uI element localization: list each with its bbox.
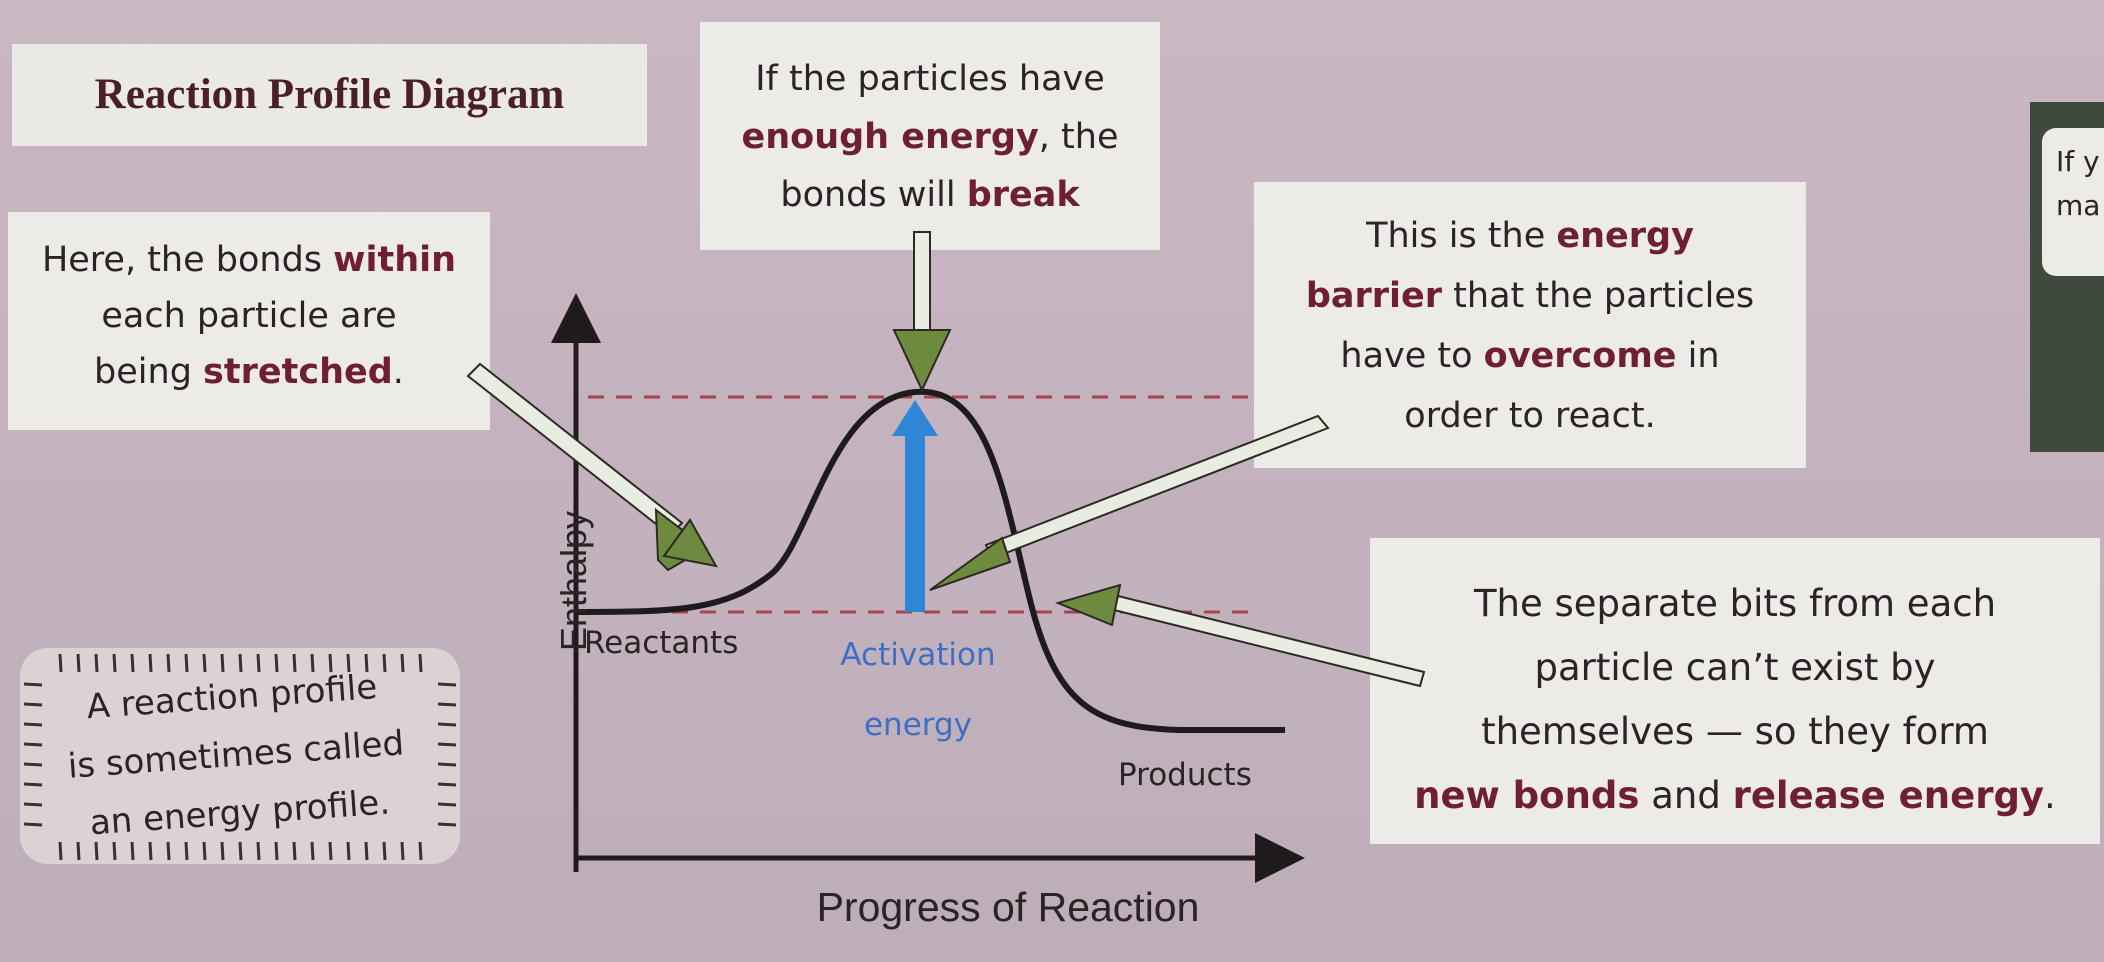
note-tick (310, 841, 315, 861)
note-tick (292, 841, 297, 861)
callout-energy-barrier: This is the energy barrier that the part… (1254, 182, 1806, 468)
note-tick (202, 841, 207, 861)
note-tick (23, 682, 43, 687)
products-label: Products (1118, 757, 1252, 793)
x-axis-label: Progress of Reaction (816, 884, 1200, 930)
note-tick (310, 653, 315, 673)
note-tick (23, 822, 43, 827)
y-axis-label: Enthalpy (553, 510, 594, 652)
reactants-label: Reactants (584, 625, 739, 661)
note-tick (238, 653, 243, 673)
note-tick (23, 802, 43, 807)
note-tick (148, 841, 153, 861)
note-tick (76, 653, 81, 673)
note-tick (148, 653, 153, 673)
energy-curve (577, 388, 1285, 733)
note-tick (364, 841, 369, 861)
note-tick (256, 841, 261, 861)
note-tick (400, 653, 405, 673)
note-tick (94, 841, 99, 861)
note-tick (23, 722, 43, 727)
note-tick (184, 841, 189, 861)
note-tick (166, 653, 171, 673)
note-tick (220, 841, 225, 861)
note-tick (382, 653, 387, 673)
note-tick (437, 782, 457, 787)
note-tick (437, 722, 457, 727)
page-title: Reaction Profile Diagram (12, 44, 647, 146)
note-tick (112, 841, 117, 861)
note-tick (238, 841, 243, 861)
note-tick (328, 841, 333, 861)
note-tick (130, 653, 135, 673)
new-bonds-arrow (1054, 583, 1426, 688)
note-tick (23, 742, 43, 747)
note-tick (437, 822, 457, 827)
note-tick (437, 742, 457, 747)
note-tick (274, 841, 279, 861)
note-tick (202, 653, 207, 673)
callout-new-bonds: The separate bits from each particle can… (1370, 538, 2100, 844)
callout-bonds-stretched: Here, the bonds within each particle are… (8, 212, 490, 430)
note-tick (58, 841, 63, 861)
note-tick (166, 841, 171, 861)
note-tick (346, 841, 351, 861)
note-box (20, 648, 460, 864)
note-tick (437, 762, 457, 767)
note-tick (112, 653, 117, 673)
note-tick (400, 841, 405, 861)
callout-bonds-break: If the particles have enough energy, the… (700, 22, 1160, 250)
note-tick (58, 653, 63, 673)
note-tick (23, 702, 43, 707)
note-tick (23, 782, 43, 787)
note-tick (364, 653, 369, 673)
activation-energy-label: Activation energy (840, 637, 996, 743)
note-tick (437, 702, 457, 707)
note-tick (382, 841, 387, 861)
note-tick (256, 653, 261, 673)
note-tick (437, 802, 457, 807)
note-tick (130, 841, 135, 861)
note-tick (76, 841, 81, 861)
side-card: If y ma (2042, 128, 2104, 276)
activation-energy-arrow (892, 400, 938, 612)
note-tick (23, 762, 43, 767)
note-tick (184, 653, 189, 673)
note-tick (292, 653, 297, 673)
note-tick (437, 682, 457, 687)
stretched-arrow (466, 362, 718, 572)
note-tick (328, 653, 333, 673)
barrier-arrow (929, 414, 1330, 591)
note-tick (94, 653, 99, 673)
note-tick (418, 841, 423, 861)
note-tick (274, 653, 279, 673)
note-tick (346, 653, 351, 673)
note-tick (418, 653, 423, 673)
break-arrow (892, 231, 952, 393)
note-tick (220, 653, 225, 673)
